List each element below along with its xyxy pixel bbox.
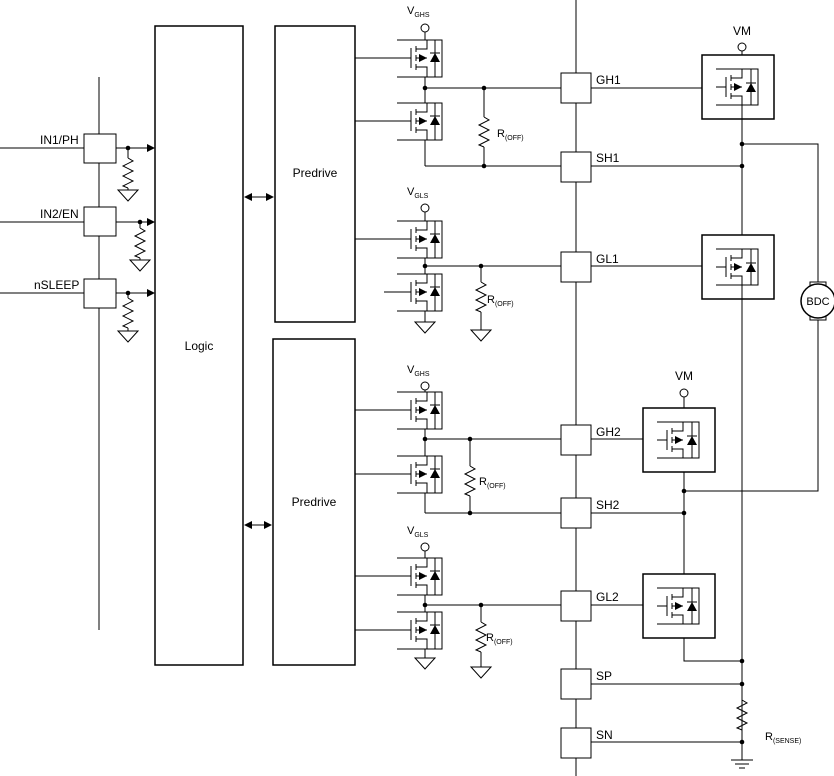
pin-gh2 — [560, 424, 592, 456]
pin-sn — [560, 727, 592, 759]
pin-gl2-label: GL2 — [596, 590, 619, 604]
pin-in1-ph — [83, 133, 117, 164]
pin-sp-label: SP — [596, 669, 612, 683]
vgls-1-label: VGLS — [407, 186, 429, 200]
vghs-1-label: VGHS — [407, 5, 430, 19]
pin-sh1 — [560, 151, 592, 183]
pin-sn-label: SN — [596, 728, 613, 742]
pin-gl1 — [560, 251, 592, 283]
ground-symbol — [731, 759, 753, 769]
predrive-block-2 — [272, 338, 356, 666]
rsense-label: R(SENSE) — [765, 731, 801, 745]
vgls-2-label: VGLS — [407, 525, 429, 539]
pin-gh1-label: GH1 — [596, 73, 621, 87]
roff-4-label: R(OFF) — [486, 632, 513, 646]
logic-block — [154, 25, 244, 666]
vm-2-label: VM — [675, 369, 693, 383]
pin-gh2-label: GH2 — [596, 425, 621, 439]
motor-label: BDC — [806, 296, 829, 308]
pin-in2-en — [83, 206, 117, 237]
external-fet-a-high — [701, 54, 775, 120]
vghs-2-label: VGHS — [407, 364, 430, 378]
pin-nsleep — [83, 278, 117, 309]
pin-sh2 — [560, 497, 592, 529]
predrive-block-1 — [274, 25, 356, 323]
label-nsleep: nSLEEP — [34, 278, 79, 292]
predrive-2-label: Predrive — [292, 495, 337, 509]
vm-1-label: VM — [733, 24, 751, 38]
pin-sh1-label: SH1 — [596, 151, 620, 165]
roff-1-label: R(OFF) — [497, 128, 524, 142]
predrive-1-label: Predrive — [293, 166, 338, 180]
external-fet-b-low — [642, 573, 716, 639]
pin-sh2-label: SH2 — [596, 498, 620, 512]
bdc-motor: BDC — [800, 281, 834, 321]
external-fet-b-high — [642, 407, 716, 473]
pin-gh1 — [560, 72, 592, 104]
logic-label: Logic — [185, 339, 214, 353]
roff-3-label: R(OFF) — [479, 476, 506, 490]
pin-sp — [560, 668, 592, 700]
roff-2-label: R(OFF) — [487, 294, 514, 308]
label-in2-en: IN2/EN — [40, 207, 79, 221]
pin-gl2 — [560, 590, 592, 622]
label-in1-ph: IN1/PH — [40, 133, 79, 147]
pin-gl1-label: GL1 — [596, 252, 619, 266]
external-fet-a-low — [701, 234, 775, 300]
